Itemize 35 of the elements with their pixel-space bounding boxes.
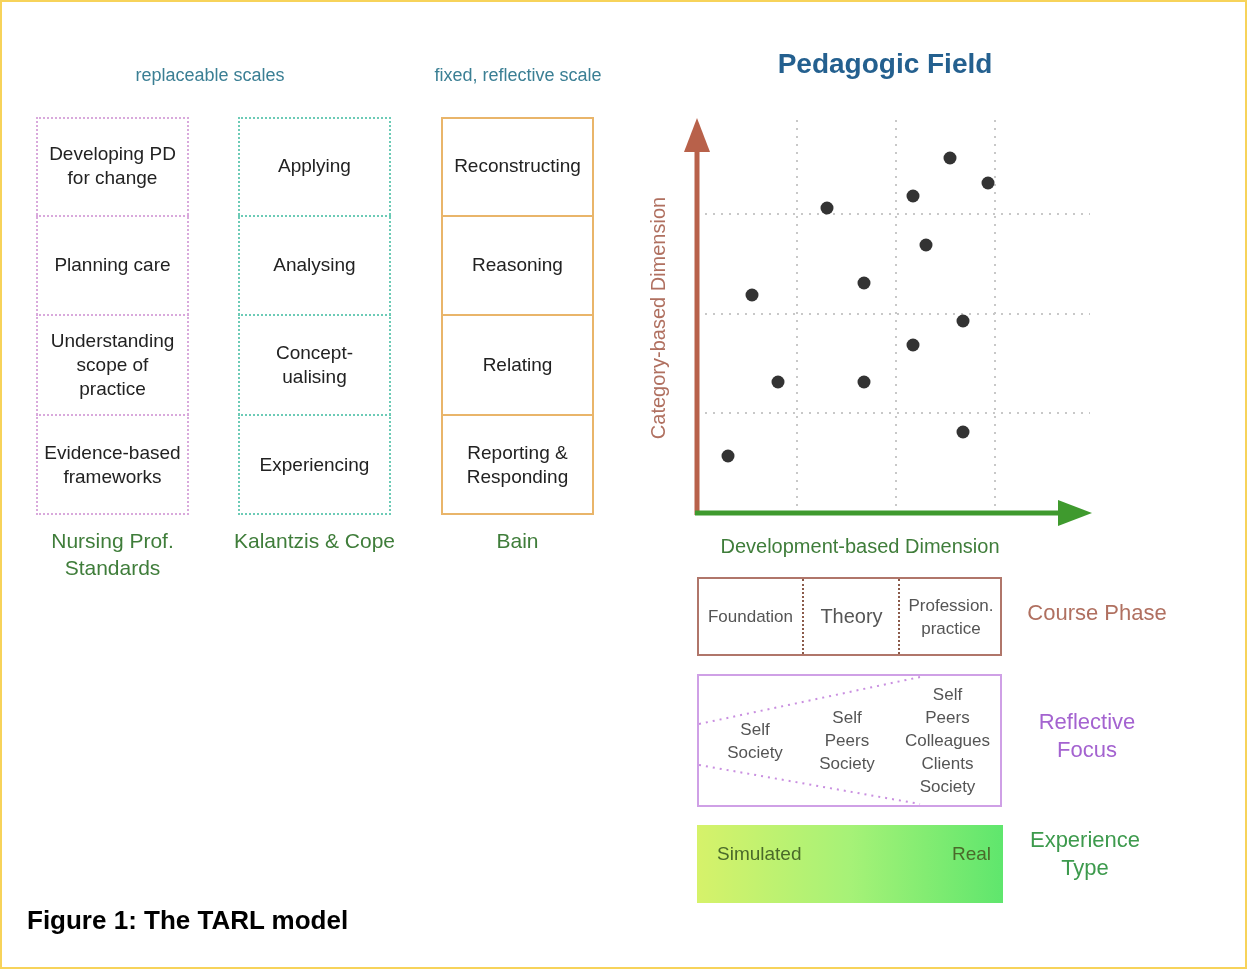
scale-level-cell: Reporting & Responding xyxy=(441,415,594,515)
scale-level-cell: Concept-ualising xyxy=(238,316,391,416)
experience-end-label: Simulated xyxy=(717,843,802,865)
course-phase-box xyxy=(697,577,1002,656)
column-heading: Nursing Prof. Standards xyxy=(50,528,175,581)
scale-level-cell: Evidence-based frameworks xyxy=(36,415,189,515)
focus-group-list: Self Peers Society xyxy=(802,678,892,803)
scale-level-cell: Applying xyxy=(238,117,391,217)
axis-label: Category-based Dimension xyxy=(645,195,670,442)
experience-end-label: Real xyxy=(951,843,991,865)
scale-level-cell: Reasoning xyxy=(441,216,594,316)
dimension-heading: Course Phase xyxy=(1026,599,1168,627)
dimension-heading: Reflective Focus xyxy=(1037,708,1137,764)
scale-level-cell: Planning care xyxy=(36,216,189,316)
scale-level-cell: Reconstructing xyxy=(441,117,594,217)
dimension-heading: Experience Type xyxy=(1028,826,1142,882)
column-heading: Bain xyxy=(495,528,540,554)
focus-group-list: Self Peers Colleagues Clients Society xyxy=(895,678,1000,803)
group-heading: replaceable scales xyxy=(134,63,286,87)
group-heading: fixed, reflective scale xyxy=(433,63,603,87)
scale-level-cell: Developing PD for change xyxy=(36,117,189,217)
scale-level-cell: Experiencing xyxy=(238,415,391,515)
phase-label: Profession. practice xyxy=(907,594,995,640)
scale-level-cell: Relating xyxy=(441,316,594,416)
phase-label: Foundation xyxy=(699,579,804,654)
experience-type-bar xyxy=(697,825,1003,903)
scale-level-cell: Understanding scope of practice xyxy=(36,316,189,416)
phase-label: Theory xyxy=(805,579,900,654)
focus-group-list: Self Society xyxy=(709,678,801,803)
scale-level-cell: Analysing xyxy=(238,216,391,316)
figure-caption: Figure 1: The TARL model xyxy=(27,905,349,936)
chart-title: Pedagogic Field xyxy=(776,47,994,81)
reflective-focus-box xyxy=(697,674,1002,807)
axis-label: Development-based Dimension xyxy=(719,533,1001,559)
column-heading: Kalantzis & Cope xyxy=(232,528,397,554)
